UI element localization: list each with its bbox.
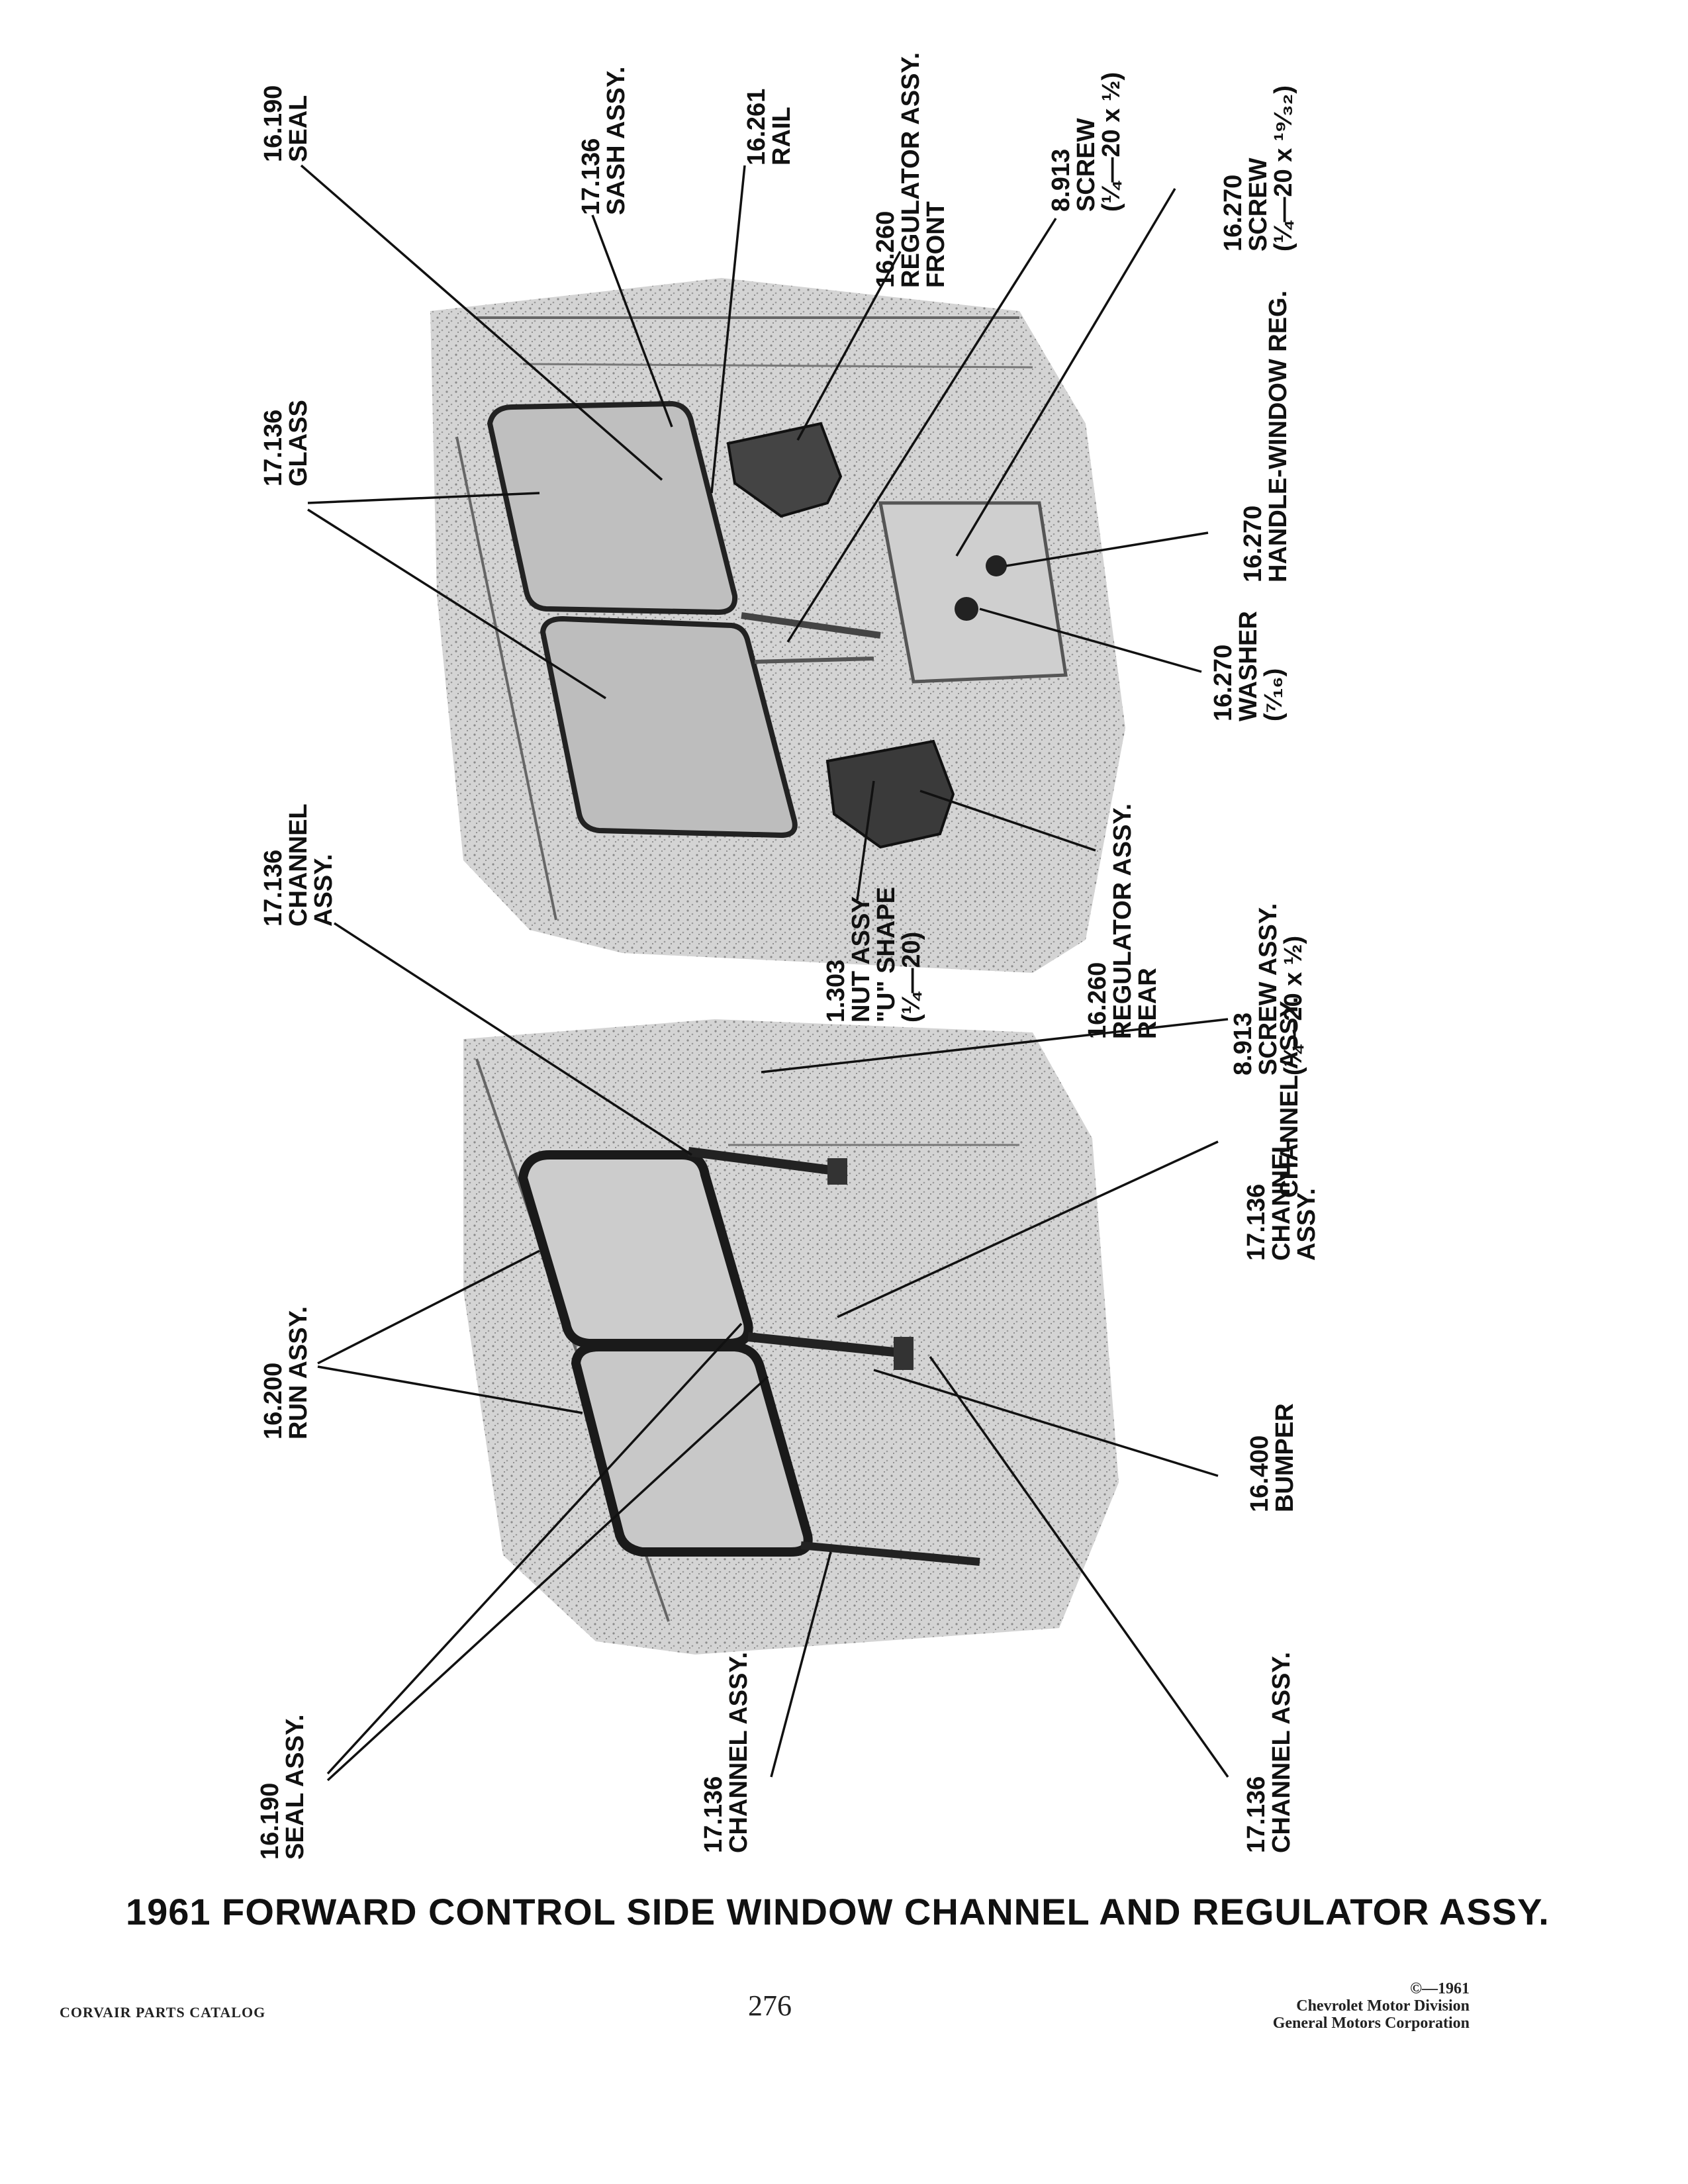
callout-handle: 16.270HANDLE-WINDOW REG. bbox=[1239, 291, 1292, 582]
handle-crank bbox=[986, 555, 1007, 576]
upper-glass-front bbox=[487, 400, 738, 615]
callout-run-assy: 16.200RUN ASSY. bbox=[259, 1306, 312, 1439]
callout-channel-bottom-mid: 17.136CHANNEL ASSY. bbox=[700, 1652, 753, 1853]
upper-photo bbox=[430, 278, 1125, 973]
callout-channel-bottom-right: 17.136CHANNEL ASSY. bbox=[1243, 1652, 1295, 1853]
callout-bumper: 16.400BUMPER bbox=[1246, 1403, 1299, 1512]
upper-glass-rear bbox=[539, 615, 798, 839]
page-number: 276 bbox=[748, 1989, 792, 2022]
callout-screw-assy: 8.913SCREW ASSY.(¼—20 x ½) bbox=[1229, 903, 1307, 1075]
callout-glass: 17.136GLASS bbox=[259, 400, 312, 486]
upper-regulator-front bbox=[726, 422, 843, 518]
callout-seal-assy: 16.190SEAL ASSY. bbox=[256, 1714, 309, 1860]
washer-disc bbox=[955, 597, 978, 621]
copyright-corporation: General Motors Corporation bbox=[1272, 2015, 1470, 2032]
callout-channel-upper-left: 17.136CHANNELASSY. bbox=[259, 803, 338, 927]
leader-lines bbox=[300, 164, 1229, 1782]
copyright-year: ©—1961 bbox=[1410, 1980, 1470, 1997]
callout-regulator-front: 16.260REGULATOR ASSY.FRONT bbox=[872, 52, 950, 288]
catalog-name: CORVAIR PARTS CATALOG bbox=[60, 2004, 266, 2021]
callout-screw-half: 8.913SCREW(¼—20 x ½) bbox=[1047, 72, 1125, 212]
callout-labels: 16.190SEAL 17.136SASH ASSY. 16.261RAIL 1… bbox=[256, 52, 1321, 1860]
callout-nut-assy: 1.303NUT ASSY"U" SHAPE(¼—20) bbox=[822, 887, 925, 1023]
copyright-block: ©—1961 Chevrolet Motor Division General … bbox=[1125, 1980, 1470, 2032]
page-title: 1961 FORWARD CONTROL SIDE WINDOW CHANNEL… bbox=[126, 1891, 1550, 1933]
callout-channel-right-mid: 17.136CHANNELASSY. bbox=[1243, 1138, 1321, 1261]
callout-channel-right-top: CHANNEL ASSY. bbox=[1276, 997, 1303, 1198]
callout-upper-seal: 16.190SEAL bbox=[259, 85, 312, 162]
copyright-division: Chevrolet Motor Division bbox=[1296, 1997, 1470, 2015]
callout-regulator-rear: 16.260REGULATOR ASSY.REAR bbox=[1084, 803, 1162, 1039]
callout-washer: 16.270WASHER(⁷⁄₁₆) bbox=[1209, 611, 1288, 721]
upper-regulator-rear bbox=[825, 739, 955, 849]
callout-screw-nineteen: 16.270SCREW(¼—20 x ¹⁹⁄₃₂) bbox=[1219, 85, 1297, 251]
callout-sash-assy: 17.136SASH ASSY. bbox=[577, 66, 630, 215]
lower-run-front bbox=[518, 1150, 753, 1348]
callout-rail: 16.261RAIL bbox=[743, 89, 796, 165]
lower-photo bbox=[463, 1019, 1119, 1655]
